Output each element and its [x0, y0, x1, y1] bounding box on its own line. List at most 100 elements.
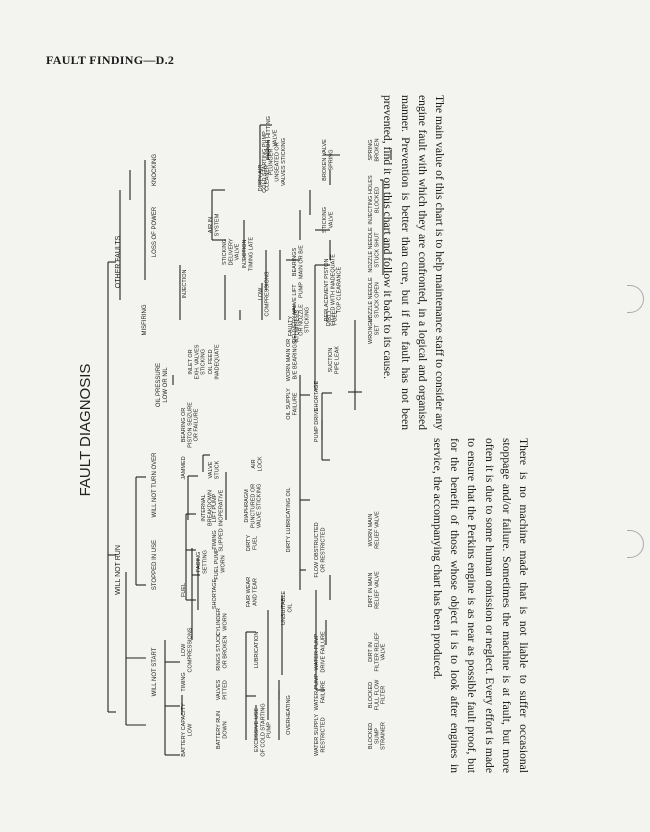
fault-node-fair-wear-and-tear-line: FAIR WEAR	[246, 577, 252, 607]
fault-node-dirty-air-cleaner: DIRTY AIRCLEANER	[258, 165, 270, 192]
fault-node-timing-slipped-line: TIMING	[212, 530, 218, 549]
fault-node-excessive-use-cold-starting-line: OF COLD STARTING	[260, 703, 266, 756]
fault-node-timing-slipped-line: SLIPPED	[218, 528, 224, 551]
fault-node-diaphragm-line: PUNCTURED OR	[250, 484, 256, 528]
fault-node-inlet-exhaust-valves: INLET OREXH. VALVESSTICKING	[188, 344, 207, 379]
fault-node-oil-pressure-low: OIL PRESSURELOW OR NIL	[156, 363, 169, 407]
fault-node-blocked-sump-strainer: BLOCKEDSUMPSTRAINER	[368, 722, 387, 750]
fault-node-shortage-2-line: SHORTAGE	[314, 380, 320, 411]
fault-node-diaphragm-line: VALVE STICKING	[257, 484, 263, 528]
fault-node-broken-valve-spring-line: SPRING	[328, 149, 334, 170]
fault-node-oil-pressure-low-line: OIL PRESSURE	[156, 363, 162, 407]
fault-node-water-supply-restricted: WATER SUPPLYRESTRICTED	[314, 714, 326, 756]
fault-node-broken-valve-spring: BROKEN VALVESPRING	[322, 139, 334, 181]
fault-node-dirty-fuel: DIRTYFUEL	[246, 534, 258, 551]
fault-node-oil-pressure-low-line: LOW OR NIL	[163, 367, 169, 403]
fault-node-fuel-pump-worn-line: WORN	[220, 555, 226, 572]
fault-node-sticking-delivery-valve-line: DELIVERY	[228, 238, 234, 265]
category-other-faults: OTHER FAULTS	[115, 235, 122, 288]
fault-node-dirt-in-main-relief-valve: DIRT IN MAINRELIEF VALVE	[368, 571, 380, 609]
fault-node-pump-drive-line: PUMP DRIVE	[314, 408, 320, 442]
fault-node-injection-timing-late: INJECTIONTIMING LATE	[242, 237, 254, 271]
fault-node-battery-capacity-low: BATTERY CAPACITYLOW	[181, 703, 193, 757]
category-other-faults-line: OTHER FAULTS	[115, 235, 122, 288]
fault-node-bearing-or-piston-seizure-line: PISTON SEIZURE	[187, 402, 193, 448]
fault-node-injecting-holes-blocked-line: INJECTING HOLES	[368, 175, 374, 225]
fault-node-blocked-sump-strainer-line: BLOCKED	[368, 723, 374, 749]
fault-node-valve-stuck-line: STUCK	[214, 460, 220, 479]
fault-node-jammed-line: JAMMED	[181, 456, 187, 479]
fault-node-water-pump-failure-line: FAILURE	[320, 680, 326, 703]
fault-node-replacement-piston-line: REPLACEMENT PISTON	[324, 258, 330, 321]
fault-node-blocked-full-flow-filter-line: FULL FLOW	[374, 679, 380, 710]
fault-node-unsuitable-oil: UNSUITABLEOIL	[281, 591, 293, 625]
fault-node-timing-line: TIMING	[181, 672, 187, 691]
fault-node-inlet-exhaust-valves-line: STICKING	[201, 349, 207, 375]
fault-node-spring-broken: SPRINGBROKEN	[368, 138, 380, 161]
fault-node-oil-supply-failure-line: OIL SUPPLY	[286, 388, 292, 420]
fault-node-wrongly-set-line: WRONGLY	[368, 316, 374, 344]
fault-node-dirt-in-main-relief-valve-line: DIRT IN MAIN	[368, 573, 374, 608]
fault-node-knocking: KNOCKING	[152, 154, 158, 186]
fault-node-low-compressions-2: LOWCOMPRESSIONS	[258, 271, 270, 316]
fault-node-dirty-air-cleaner-line: CLEANER	[264, 165, 270, 191]
chart-title: FAULT DIAGNOSIS	[77, 364, 94, 497]
fault-node-battery-capacity-low-line: BATTERY CAPACITY	[181, 703, 187, 757]
fault-node-valves-pitted: VALVESPITTED	[216, 679, 228, 700]
fault-node-piston-hitting-valve-line: PISTON HITTING	[266, 116, 272, 160]
fault-node-dirty-fuel-line: DIRTY	[246, 534, 252, 551]
fault-node-stopped-in-use-line: STOPPED IN USE	[152, 540, 158, 590]
fault-node-rings-stuck-or-broken-line: RINGS STUCK	[216, 633, 222, 671]
fault-node-lift-pump-line: PUMP	[298, 282, 304, 298]
fault-node-nozzle-needle-stuck-open: NOZZLE NEEDLESTUCK OPEN	[368, 277, 380, 323]
fault-node-sticking-valve: STICKINGVALVE	[322, 207, 334, 233]
fault-node-sticking-valve-line: STICKING	[322, 207, 328, 233]
fault-node-dirty-lubricating-oil-line: DIRTY LUBRICATING OIL	[286, 488, 292, 553]
fault-node-water-pump-failure-line: WATER PUMP	[314, 673, 320, 710]
fault-node-low-compressions-2-line: COMPRESSIONS	[264, 271, 270, 316]
fault-node-flow-obstructed-line: FLOW OBSTRUCTED	[314, 522, 320, 577]
fault-node-excessive-use-cold-starting-line: PUMP	[267, 722, 273, 738]
category-will-not-run: WILL NOT RUN	[115, 545, 122, 595]
fault-node-blocked-full-flow-filter: BLOCKEDFULL FLOWFILTER	[368, 679, 387, 710]
fault-node-air-in-system-line: SYSTEM	[214, 213, 220, 236]
fault-node-bearings-main-or-b-e-line: BEARINGS	[292, 247, 298, 276]
fault-node-sticking-delivery-valve: STICKINGDELIVERYVALVE	[222, 238, 241, 265]
fault-node-unsuitable-oil-line: OIL	[287, 604, 293, 613]
fault-node-facing-setting: FACINGSETTING	[196, 550, 208, 574]
fault-node-valves-pitted-line: VALVES	[216, 679, 222, 700]
fault-node-lubrication-line: LUBRICATION	[254, 632, 260, 669]
fault-node-broken-valve-spring-line: BROKEN VALVE	[322, 139, 328, 181]
fault-node-water-pump-drive-failure-line: DRIVE FAILURE	[320, 631, 326, 673]
fault-node-internal-breakdown-line: BREAKDOWN	[207, 490, 213, 526]
fault-node-shortage: SHORTAGE	[212, 578, 218, 609]
fault-node-bearing-or-piston-seizure-line: BEARING OR	[181, 408, 187, 443]
fault-node-worn-main-big-end-bearings-line: B/E BEARINGS	[292, 340, 298, 379]
fault-node-dirt-in-filter-relief-valve-line: DIRT IN	[368, 642, 374, 662]
fault-node-battery-run-down: BATTERY RUNDOWN	[216, 711, 228, 749]
fault-node-dirt-in-main-relief-valve-line: RELIEF VALVE	[374, 571, 380, 609]
fault-node-lift-pump: LIFTPUMP	[292, 282, 304, 298]
fault-node-air-in-system: AIR INSYSTEM	[208, 213, 220, 236]
fault-node-injecting-holes-blocked-line: BLOCKED	[374, 187, 380, 213]
fault-node-suction-pipe-leak-line: PIPE LEAK	[334, 346, 340, 374]
fault-node-lift-pump-inoperative: LIFT PUMPINOPERATIVE	[212, 489, 224, 526]
intro-paragraph-no-machine: There is no machine made that is not lia…	[430, 438, 530, 773]
fault-node-injection-timing-late-line: TIMING LATE	[248, 237, 254, 271]
fault-node-delivery-valve-nozzle-sticking: DELIVERY VALVEOR NOZZLESTICKING	[292, 297, 311, 343]
fault-node-low-compressions: LOWCOMPRESSIONS	[181, 627, 193, 672]
fault-node-replacement-piston-line: FITTED WITH INADEQUATE	[330, 254, 336, 326]
fault-node-inlet-exhaust-valves-line: EXH. VALVES	[194, 344, 200, 379]
fault-node-sticking-valve-line: VALVE	[328, 211, 334, 228]
fault-node-cold-starting-pump-line: COLD STARTING PUMP	[262, 131, 268, 193]
fault-node-stopped-in-use: STOPPED IN USE	[152, 540, 158, 590]
fault-node-excessive-use-cold-starting-line: EXCESSIVE USE	[254, 708, 260, 752]
fault-node-valve-stuck: VALVESTUCK	[208, 460, 220, 479]
fault-node-dirt-in-filter-relief-valve: DIRT INFILTER RELIEFVALVE	[368, 632, 387, 672]
fault-node-worn-main-big-end-bearings-line: WORN MAIN OR	[286, 339, 292, 381]
fault-node-bearing-or-piston-seizure-line: OR FAILURE	[194, 408, 200, 441]
fault-node-nozzle-needle-stuck-shut: NOZZLE NEEDLESTUCK SHUT	[368, 227, 380, 273]
fault-node-cold-starting-pump: COLD STARTING PUMPPLUNGERUNSEATED ORVALV…	[262, 131, 287, 193]
fault-node-dirt-in-filter-relief-valve-line: FILTER RELIEF	[374, 632, 380, 672]
